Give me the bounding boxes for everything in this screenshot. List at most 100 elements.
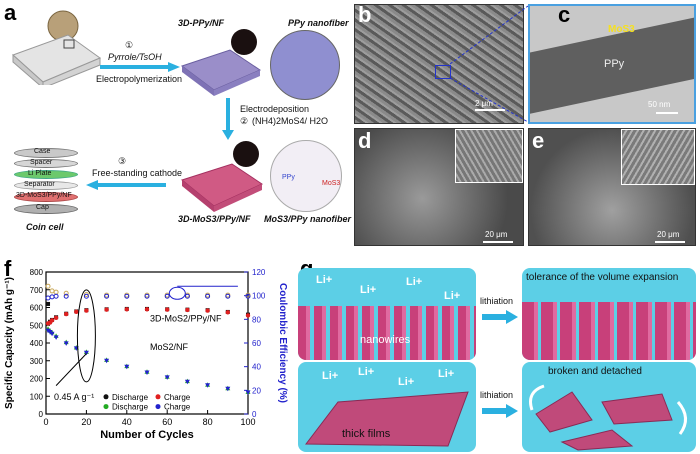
charge-point-3d [225, 310, 230, 315]
step1-number: ① [125, 40, 134, 50]
y-right-tick-label: 80 [252, 315, 261, 324]
cell-layer-separator: Separator [24, 181, 55, 188]
charge-point-3d [53, 315, 59, 320]
inset-d [455, 129, 523, 183]
tolerance-panel: tolerance of the volume expansion [522, 268, 696, 360]
charge-point-mos2 [144, 370, 150, 375]
li-ion-7: Li+ [398, 376, 415, 388]
coin-cell-label: Coin cell [26, 222, 64, 232]
step1-arrow [100, 62, 180, 72]
charge-point-3d [104, 307, 109, 312]
nanowire-forest [298, 306, 476, 360]
sem-image-e: 20 μm [528, 128, 696, 246]
mos3-label: MoS3 [608, 24, 635, 35]
ce-annotation-ellipse [168, 286, 186, 300]
ce-point [49, 294, 55, 300]
thick-film-slab [305, 391, 469, 447]
charge-point-3d [185, 307, 190, 313]
mos3-ppy-nf-illustration [180, 141, 264, 212]
x-tick-label: 40 [122, 417, 132, 427]
broken-label: broken and detached [548, 366, 642, 377]
scale-text-e: 20 μm [657, 230, 680, 239]
legend-3d: 3D-MoS2/PPy/NF [150, 314, 222, 324]
y-left-tick-label: 200 [30, 375, 44, 384]
charge-point-3d [165, 307, 170, 312]
charge-point-mos2 [184, 379, 190, 385]
legend-marker [103, 394, 109, 400]
step2-number: ② [240, 116, 249, 126]
ce-point [245, 293, 251, 299]
step1-method: Electropolymerization [96, 74, 183, 84]
y-left-tick-label: 0 [39, 410, 44, 419]
cell-layer-cathode: 3D-MoS3/PPy/NF [16, 192, 72, 199]
charge-point-mos2 [49, 331, 55, 337]
step3-arrow [86, 180, 166, 190]
x-tick-label: 80 [203, 417, 213, 427]
top-arrow-label: lithiation [480, 296, 514, 306]
charge-point-3d [124, 307, 129, 312]
bottom-arrow-label: lithiation [480, 390, 514, 400]
charge-point-mos2 [63, 341, 69, 346]
charge-point-mos2 [124, 364, 130, 370]
ce-point [124, 293, 130, 299]
product2-label: 3D-MoS3/PPy/NF [178, 214, 251, 224]
ce-point [63, 293, 69, 299]
li-ion-1: Li+ [316, 274, 333, 286]
li-ion-8: Li+ [438, 368, 455, 380]
cell-layer-cap: Cap [36, 204, 49, 211]
y-right-tick-label: 0 [252, 410, 257, 419]
charge-point-3d [84, 308, 89, 313]
rate-annotation: 0.45 A g⁻¹ [54, 392, 94, 402]
bottom-lithiation-arrow [482, 404, 518, 418]
charge-point-mos2 [164, 375, 170, 380]
charge-point-mos2 [225, 386, 231, 392]
ce-point [144, 293, 150, 299]
tolerance-label: tolerance of the volume expansion [526, 272, 679, 283]
y-left-tick-label: 300 [30, 357, 44, 366]
ce-point [45, 283, 51, 289]
scale-text-b: 2 μm [475, 99, 493, 108]
mos3-ppy-nanofiber-circle [270, 140, 342, 212]
ce-point [225, 293, 231, 299]
scale-text-c: 50 nm [648, 100, 671, 109]
thick-films-label: thick films [342, 428, 391, 440]
charge-point-mos2 [245, 390, 251, 395]
ce-point [53, 289, 59, 295]
x-tick-label: 100 [240, 417, 255, 427]
legend-entry: Charge [164, 393, 191, 402]
nanofiber1-label: PPy nanofiber [288, 18, 349, 28]
y-left-tick-label: 100 [30, 392, 44, 401]
scale-bar-e [655, 241, 685, 243]
legend-marker [155, 404, 161, 410]
li-ion-2: Li+ [360, 284, 377, 296]
charge-point-3d [144, 307, 150, 312]
charge-point-3d [49, 318, 55, 323]
y-left-tick-label: 500 [30, 321, 44, 330]
charge-point-3d [205, 308, 210, 313]
li-ion-5: Li+ [322, 370, 339, 382]
legend-entry: Discharge [112, 393, 149, 402]
legend-entry: Discharge [112, 403, 149, 412]
broken-fragments [529, 384, 687, 451]
panel-label-b: b [358, 2, 372, 27]
y-right-tick-label: 60 [252, 339, 261, 348]
nanofiber2-label: MoS3/PPy nanofiber [264, 214, 352, 224]
left-arrow-line [55, 353, 87, 386]
ppy-nf-illustration [180, 29, 262, 96]
cell-layer-case: Case [34, 148, 51, 155]
step3-method: Free-standing cathode [92, 168, 183, 178]
ce-point [205, 293, 211, 299]
step2-reagent: (NH4)2MoS4/ H2O [252, 116, 329, 126]
y-left-tick-label: 800 [30, 268, 44, 277]
cell-layer-spacer: Spacer [30, 159, 53, 166]
y-right-tick-label: 120 [252, 268, 266, 277]
x-tick-label: 60 [162, 417, 172, 427]
ce-point [63, 290, 69, 296]
legend-entry: Charge [164, 403, 191, 412]
ce-point [49, 288, 55, 294]
y-right-axis-label: Coulombic Efficiency (%) [277, 283, 288, 403]
nanowires-panel: Li+ Li+ Li+ Li+ nanowires [298, 268, 476, 360]
nanowires-label: nanowires [360, 334, 411, 346]
step2-method: Electrodeposition [240, 104, 310, 114]
